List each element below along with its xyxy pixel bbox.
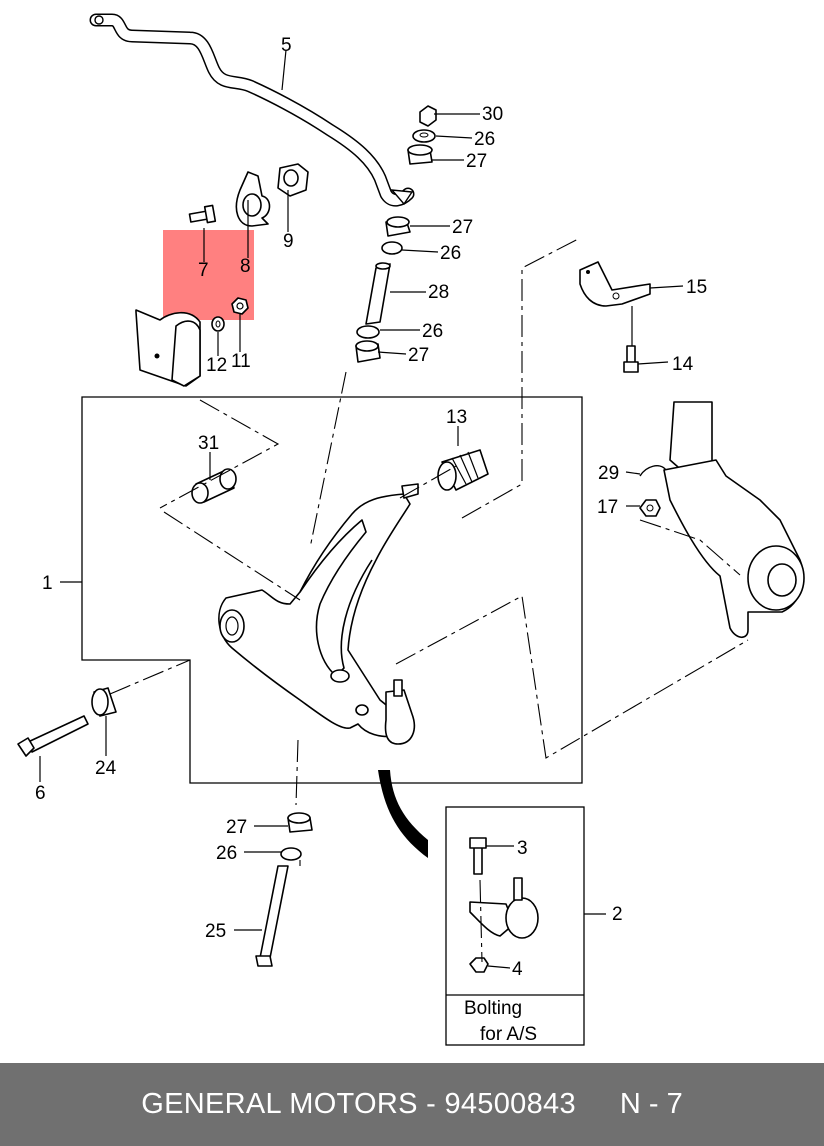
clamp-washer: [211, 316, 225, 332]
clamp-nut: [231, 297, 249, 315]
callout-8: 8: [240, 256, 251, 277]
steering-knuckle: [663, 401, 805, 639]
callout-7: 7: [198, 260, 209, 281]
link-bushing-2: [385, 216, 411, 237]
callout-17: 17: [597, 497, 618, 518]
link-washer-top: [412, 129, 436, 143]
guide-lines: [109, 237, 749, 963]
callout-28: 28: [428, 282, 449, 303]
callout-27a: 27: [466, 151, 487, 172]
callout-27c: 27: [408, 345, 429, 366]
callout-6: 6: [35, 783, 46, 804]
knuckle-clip: [639, 465, 667, 477]
link-bushing-lower: [287, 812, 313, 833]
knuckle-nut: [639, 499, 661, 517]
callout-3: 3: [517, 838, 528, 859]
front-bushing: [91, 687, 117, 717]
assembly-frame: [81, 396, 583, 784]
callout-13: 13: [446, 407, 467, 428]
bar-bushing: [277, 163, 309, 197]
callout-29: 29: [598, 463, 619, 484]
callout-26b: 26: [440, 243, 461, 264]
callout-11: 11: [231, 351, 251, 372]
link-bolt: [255, 865, 289, 967]
link-washer-lower: [280, 847, 302, 861]
inset-caption-line2: for A/S: [480, 1024, 537, 1045]
stabilizer-bar: [89, 13, 415, 207]
callout-2: 2: [612, 904, 623, 925]
link-sleeve: [365, 262, 391, 325]
callout-15: 15: [686, 277, 707, 298]
callout-5: 5: [281, 35, 292, 56]
callout-27d: 27: [226, 817, 247, 838]
link-washer-3: [356, 325, 380, 339]
bushing-13: [437, 449, 489, 491]
link-nut-top: [419, 105, 437, 127]
exploded-parts-diagram: 5 30 26 27 27 26 28 26 27 7 8 9 12 11 31…: [17, 13, 805, 1046]
callout-9: 9: [283, 231, 294, 252]
leader-lines: [39, 49, 684, 969]
lower-control-arm: [218, 483, 419, 745]
inset-bolt: [469, 837, 487, 875]
callout-30: 30: [482, 104, 503, 125]
callout-25: 25: [205, 921, 226, 942]
detail-arrow: [378, 770, 428, 858]
callout-27b: 27: [452, 217, 473, 238]
link-bushing-top: [407, 144, 433, 165]
mount-bracket: [135, 309, 201, 387]
callout-26d: 26: [216, 843, 237, 864]
callout-14: 14: [672, 354, 694, 375]
bushing-31: [191, 468, 237, 504]
front-bolt: [17, 715, 89, 757]
bar-clamp: [235, 171, 271, 227]
inset-frame: [445, 806, 585, 1046]
footer-page-ref: N - 7: [619, 1088, 683, 1120]
footer-part-number: GENERAL MOTORS - 94500843: [141, 1088, 576, 1120]
link-bushing-3: [355, 340, 381, 363]
inset-nut: [469, 957, 489, 973]
inset-caption-line1: Bolting: [464, 998, 522, 1019]
callout-31: 31: [198, 433, 219, 454]
callout-4: 4: [512, 959, 523, 980]
inset-ball-joint: [469, 877, 539, 939]
callout-26a: 26: [474, 129, 495, 150]
link-washer-2: [381, 241, 403, 255]
callout-26c: 26: [422, 321, 443, 342]
footer-bar: GENERAL MOTORS - 94500843 N - 7: [0, 1063, 824, 1146]
bracket-bolt: [623, 345, 639, 373]
callout-12: 12: [206, 355, 227, 376]
callout-1: 1: [42, 573, 53, 594]
callout-24: 24: [95, 758, 117, 779]
knuckle-bracket: [579, 261, 651, 307]
clamp-bolt: [188, 204, 217, 224]
